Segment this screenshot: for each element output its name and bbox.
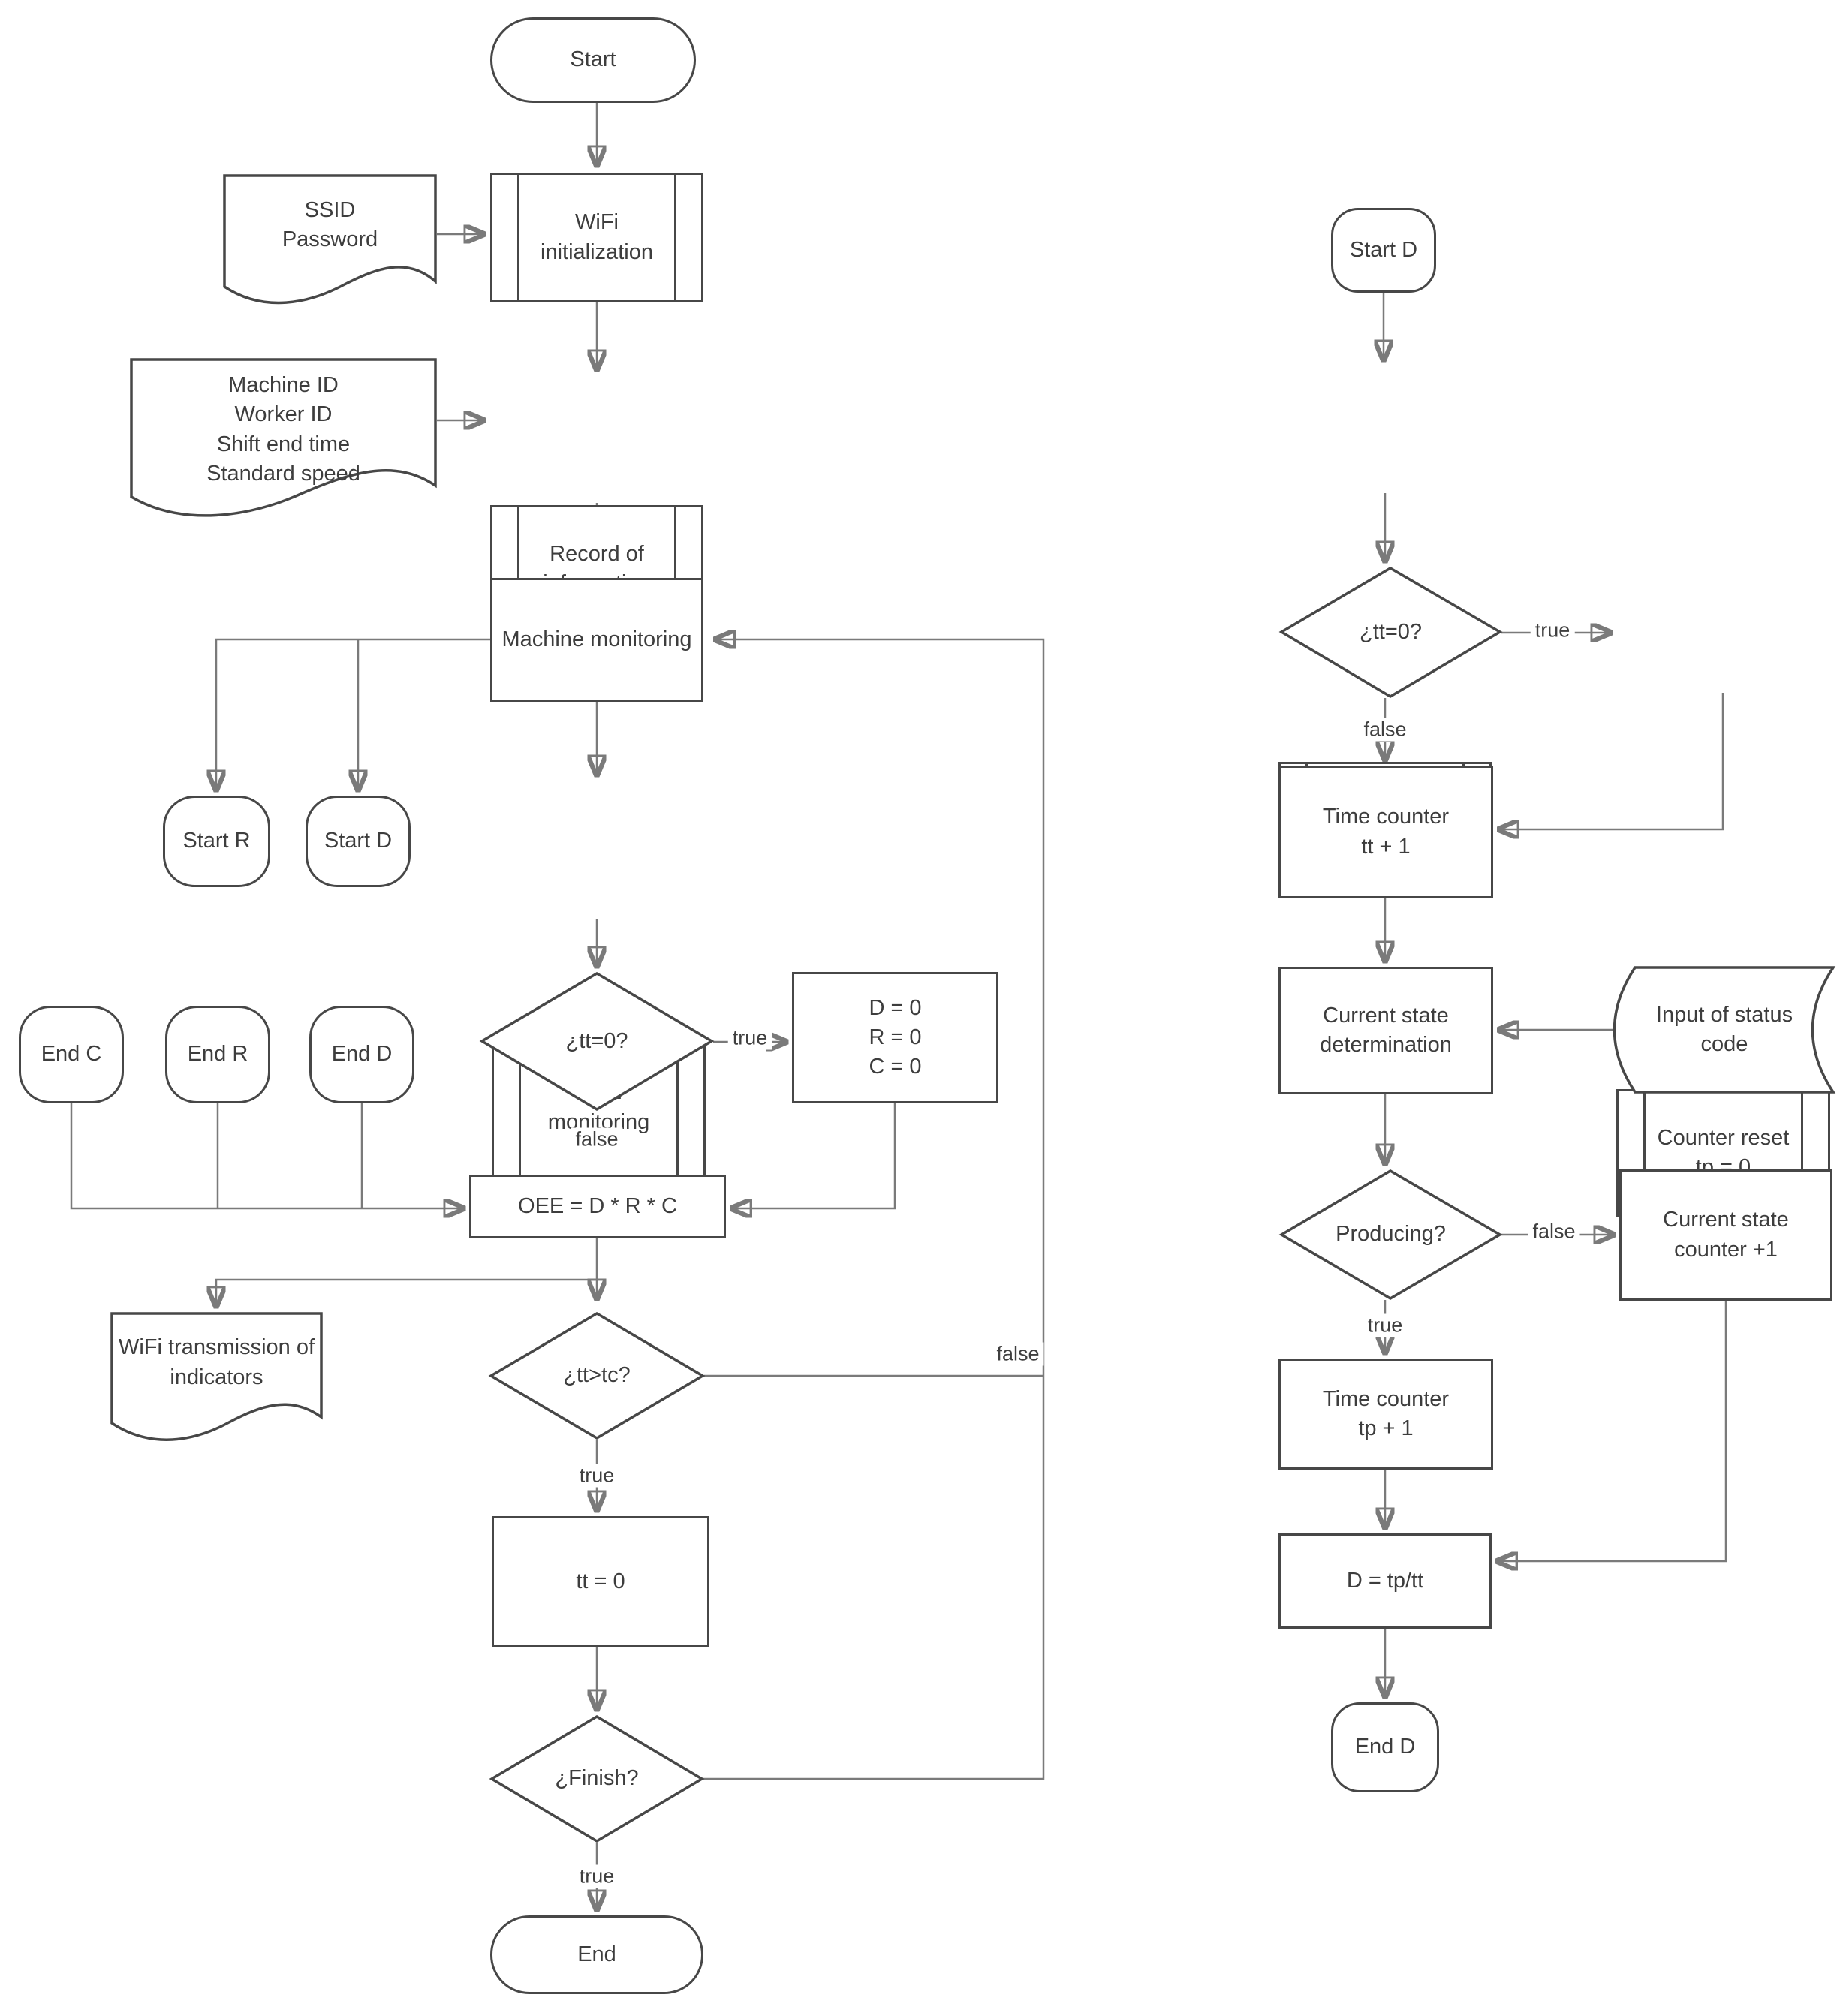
edge-feedback-to-machmon bbox=[703, 639, 1045, 1780]
decision-tt-zero-left bbox=[479, 971, 715, 1112]
document-wifi-transmission bbox=[110, 1312, 323, 1441]
terminator-end-d-left-label: End D bbox=[331, 1042, 393, 1067]
process-time-counter-tp: Time counter tp + 1 bbox=[1278, 1359, 1493, 1470]
decision-tt-gt-tc bbox=[488, 1311, 706, 1440]
terminator-start-d: Start D bbox=[1331, 208, 1436, 293]
decision-tt-zero-right bbox=[1278, 566, 1503, 699]
edge-label-ttzero-true: true bbox=[727, 1026, 772, 1050]
edge-statecounter-to-dformula bbox=[1496, 1301, 1727, 1561]
process-d-formula: D = tp/tt bbox=[1278, 1533, 1492, 1629]
process-time-counter-tt: Time counter tt + 1 bbox=[1278, 766, 1493, 898]
process-tt-reset: tt = 0 bbox=[492, 1516, 709, 1647]
terminator-end-d: End D bbox=[1331, 1702, 1439, 1792]
edge-label-ttzero-false: false bbox=[571, 1127, 623, 1151]
terminator-end-d-left: End D bbox=[309, 1006, 414, 1103]
document-ssid-password-label: SSID Password bbox=[282, 197, 378, 251]
edge-label-ttgttc-false: false bbox=[992, 1342, 1044, 1366]
document-wifi-transmission-label: WiFi transmission of indicators bbox=[118, 1335, 315, 1389]
terminator-end: End bbox=[490, 1915, 703, 1994]
edge-label-rttzero-true: true bbox=[1530, 618, 1575, 642]
edge-label-ttgttc-true: true bbox=[574, 1464, 619, 1488]
process-machine-monitoring-label: Machine monitoring bbox=[501, 627, 692, 651]
process-current-state-counter: Current state counter +1 bbox=[1619, 1169, 1832, 1301]
terminator-start-r: Start R bbox=[163, 796, 270, 887]
process-counters-reset: D = 0 R = 0 C = 0 bbox=[792, 972, 998, 1103]
edge-counterreset-to-ttcounter bbox=[1498, 693, 1724, 829]
decision-tt-zero-right-label: ¿tt=0? bbox=[1359, 619, 1423, 644]
decision-tt-gt-tc-label: ¿tt>tc? bbox=[563, 1363, 631, 1388]
edge-endc-to-oeeformula bbox=[70, 1103, 465, 1208]
terminator-end-c: End C bbox=[19, 1006, 124, 1103]
process-machine-monitoring: Machine monitoring bbox=[490, 578, 703, 702]
edge-label-producing-false: false bbox=[1528, 1220, 1580, 1244]
edge-label-producing-true: true bbox=[1363, 1313, 1408, 1337]
process-time-counter-tp-label: Time counter tp + 1 bbox=[1322, 1386, 1450, 1440]
decision-finish-label: ¿Finish? bbox=[555, 1766, 639, 1791]
edge-resetbox-to-oeeformula bbox=[730, 1103, 896, 1208]
terminator-start-d-label: Start D bbox=[1349, 237, 1418, 262]
process-current-state-determination: Current state determination bbox=[1278, 967, 1493, 1094]
decision-producing bbox=[1278, 1169, 1503, 1301]
document-machine-info-label: Machine ID Worker ID Shift end time Stan… bbox=[206, 373, 360, 486]
terminator-end-r-label: End R bbox=[187, 1042, 248, 1067]
terminator-end-label: End bbox=[577, 1942, 616, 1966]
process-counters-reset-label: D = 0 R = 0 C = 0 bbox=[869, 995, 922, 1079]
stored-data-input-status-code-label: Input of status code bbox=[1655, 1002, 1793, 1056]
document-machine-info bbox=[130, 358, 437, 517]
process-wifi-initialization-label: WiFi initialization bbox=[541, 210, 653, 264]
process-d-formula-label: D = tp/tt bbox=[1346, 1568, 1424, 1593]
terminator-start: Start bbox=[490, 17, 696, 103]
terminator-end-c-label: End C bbox=[41, 1042, 102, 1067]
edge-label-rttzero-false: false bbox=[1359, 718, 1411, 742]
terminator-start-d-left: Start D bbox=[306, 796, 411, 887]
decision-finish bbox=[489, 1714, 705, 1843]
terminator-end-d-label: End D bbox=[1354, 1735, 1416, 1759]
edge-branch-to-wifitrans bbox=[216, 1278, 597, 1307]
process-current-state-determination-label: Current state determination bbox=[1320, 1003, 1452, 1057]
stored-data-input-status-code bbox=[1613, 966, 1836, 1094]
process-oee-formula-label: OEE = D * R * C bbox=[518, 1193, 677, 1218]
process-oee-formula: OEE = D * R * C bbox=[469, 1175, 726, 1238]
edge-machmon-to-startr bbox=[216, 638, 490, 791]
edge-label-finish-true: true bbox=[574, 1864, 619, 1888]
terminator-start-label: Start bbox=[570, 47, 616, 72]
document-ssid-password bbox=[223, 174, 437, 305]
process-time-counter-tt-label: Time counter tt + 1 bbox=[1322, 805, 1450, 859]
terminator-start-d-left-label: Start D bbox=[324, 829, 393, 853]
process-tt-reset-label: tt = 0 bbox=[576, 1569, 625, 1593]
terminator-start-r-label: Start R bbox=[182, 829, 251, 853]
decision-producing-label: Producing? bbox=[1336, 1222, 1446, 1247]
process-current-state-counter-label: Current state counter +1 bbox=[1663, 1208, 1789, 1262]
decision-tt-zero-left-label: ¿tt=0? bbox=[565, 1028, 628, 1053]
process-wifi-initialization: WiFi initialization bbox=[490, 173, 703, 302]
terminator-end-r: End R bbox=[165, 1006, 270, 1103]
